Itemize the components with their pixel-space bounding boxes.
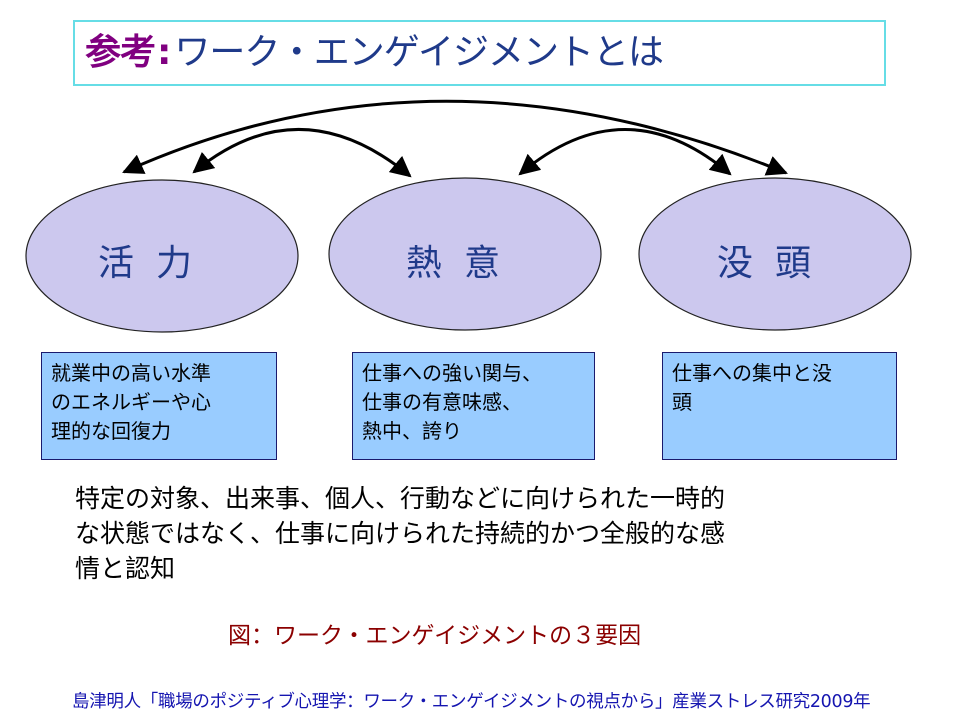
description-line: のエネルギーや心 — [51, 390, 211, 414]
factor-description-dedication: 仕事への強い関与、 仕事の有意味感、 熱中、誇り — [352, 352, 595, 460]
summary-line: 情と認知 — [75, 554, 176, 583]
title-accent: 参考 — [85, 32, 156, 73]
description-line: 仕事への集中と没 — [672, 361, 832, 385]
description-line: 熱中、誇り — [362, 419, 462, 443]
relation-arrow-vigor-absorption — [122, 99, 788, 176]
citation: 島津明人「職場のポジティブ心理学：ワーク・エンゲイジメントの視点から」産業ストレ… — [72, 692, 871, 712]
factor-label-dedication: 熱意 — [406, 243, 523, 284]
summary-line: な状態ではなく、仕事に向けられた持続的かつ全般的な感 — [75, 519, 726, 548]
relation-arrow-dedication-absorption — [518, 128, 732, 176]
relation-arrow-vigor-dedication — [192, 128, 412, 178]
factor-ellipse-vigor — [25, 179, 299, 333]
factor-label-absorption: 没頭 — [717, 243, 834, 284]
factor-ellipse-absorption — [638, 177, 912, 331]
description-line: 理的な回復力 — [51, 419, 171, 443]
summary-line: 特定の対象、出来事、個人、行動などに向けられた一時的 — [75, 484, 726, 513]
title-main: ワーク・エンゲイジメントとは — [174, 32, 664, 73]
factor-description-vigor: 就業中の高い水準 のエネルギーや心 理的な回復力 — [41, 352, 277, 460]
definition-summary: 特定の対象、出来事、個人、行動などに向けられた一時的 な状態ではなく、仕事に向け… — [75, 481, 875, 586]
factor-label-vigor: 活力 — [98, 243, 215, 284]
title-separator: : — [157, 32, 171, 73]
page-title: 参考:ワーク・エンゲイジメントとは — [85, 30, 664, 76]
description-line: 就業中の高い水準 — [51, 361, 211, 385]
factor-description-absorption: 仕事への集中と没 頭 — [662, 352, 897, 460]
description-line: 頭 — [672, 390, 692, 414]
factor-ellipse-dedication — [328, 177, 602, 331]
figure-caption: 図：ワーク・エンゲイジメントの３要因 — [228, 623, 642, 649]
description-line: 仕事への強い関与、 — [362, 361, 542, 385]
title-box: 参考:ワーク・エンゲイジメントとは — [73, 20, 886, 86]
description-line: 仕事の有意味感、 — [362, 390, 522, 414]
